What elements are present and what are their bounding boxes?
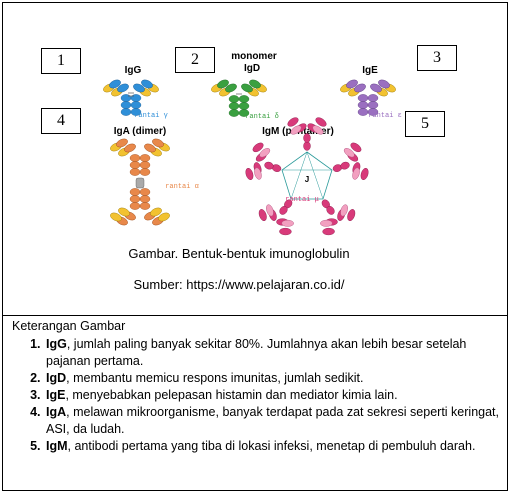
iga-chain-label: rantai α (165, 183, 199, 191)
igm-structure: J (245, 117, 369, 236)
legend-section: Keterangan Gambar IgG, jumlah paling ban… (12, 318, 502, 455)
immunoglobulin-illustration: IgG rantai γ monomer IgD rantai δ (103, 51, 402, 292)
igm-chain-label: rantai μ (285, 196, 319, 204)
figure-source: Sumber: https://www.pelajaran.co.id/ (134, 277, 345, 292)
number-box-5: 5 (405, 111, 445, 137)
iga-structure (110, 138, 170, 226)
igd-label: IgD (244, 63, 260, 74)
legend-item-ige: IgE, menyebabkan pelepasan histamin dan … (44, 387, 502, 404)
igd-monomer-label: monomer (231, 51, 277, 62)
legend-item-iga: IgA, melawan mikroorganisme, banyak terd… (44, 404, 502, 438)
igg-chain-label: rantai γ (134, 112, 168, 120)
number-box-2: 2 (175, 47, 215, 73)
legend-item-igd: IgD, membantu memicu respons imunitas, j… (44, 370, 502, 387)
igm-j-chain-label: J (305, 175, 309, 184)
igg-structure (103, 79, 159, 116)
ige-chain-label: rantai ε (368, 112, 402, 120)
igd-chain-label: rantai δ (245, 113, 279, 121)
igg-label: IgG (125, 65, 142, 76)
legend-title: Keterangan Gambar (12, 319, 126, 333)
number-box-3: 3 (417, 45, 457, 71)
igd-structure (211, 79, 267, 117)
figure-caption: Gambar. Bentuk-bentuk imunoglobulin (128, 246, 349, 261)
section-divider (2, 315, 508, 316)
ige-label: IgE (362, 65, 378, 76)
legend-item-igm: IgM, antibodi pertama yang tiba di lokas… (44, 438, 502, 455)
ige-structure (340, 79, 396, 116)
number-box-1: 1 (41, 48, 81, 74)
iga-label: IgA (dimer) (114, 126, 166, 137)
legend-item-igg: IgG, jumlah paling banyak sekitar 80%. J… (44, 336, 502, 370)
legend-list: IgG, jumlah paling banyak sekitar 80%. J… (12, 336, 502, 455)
number-box-4: 4 (41, 108, 81, 134)
